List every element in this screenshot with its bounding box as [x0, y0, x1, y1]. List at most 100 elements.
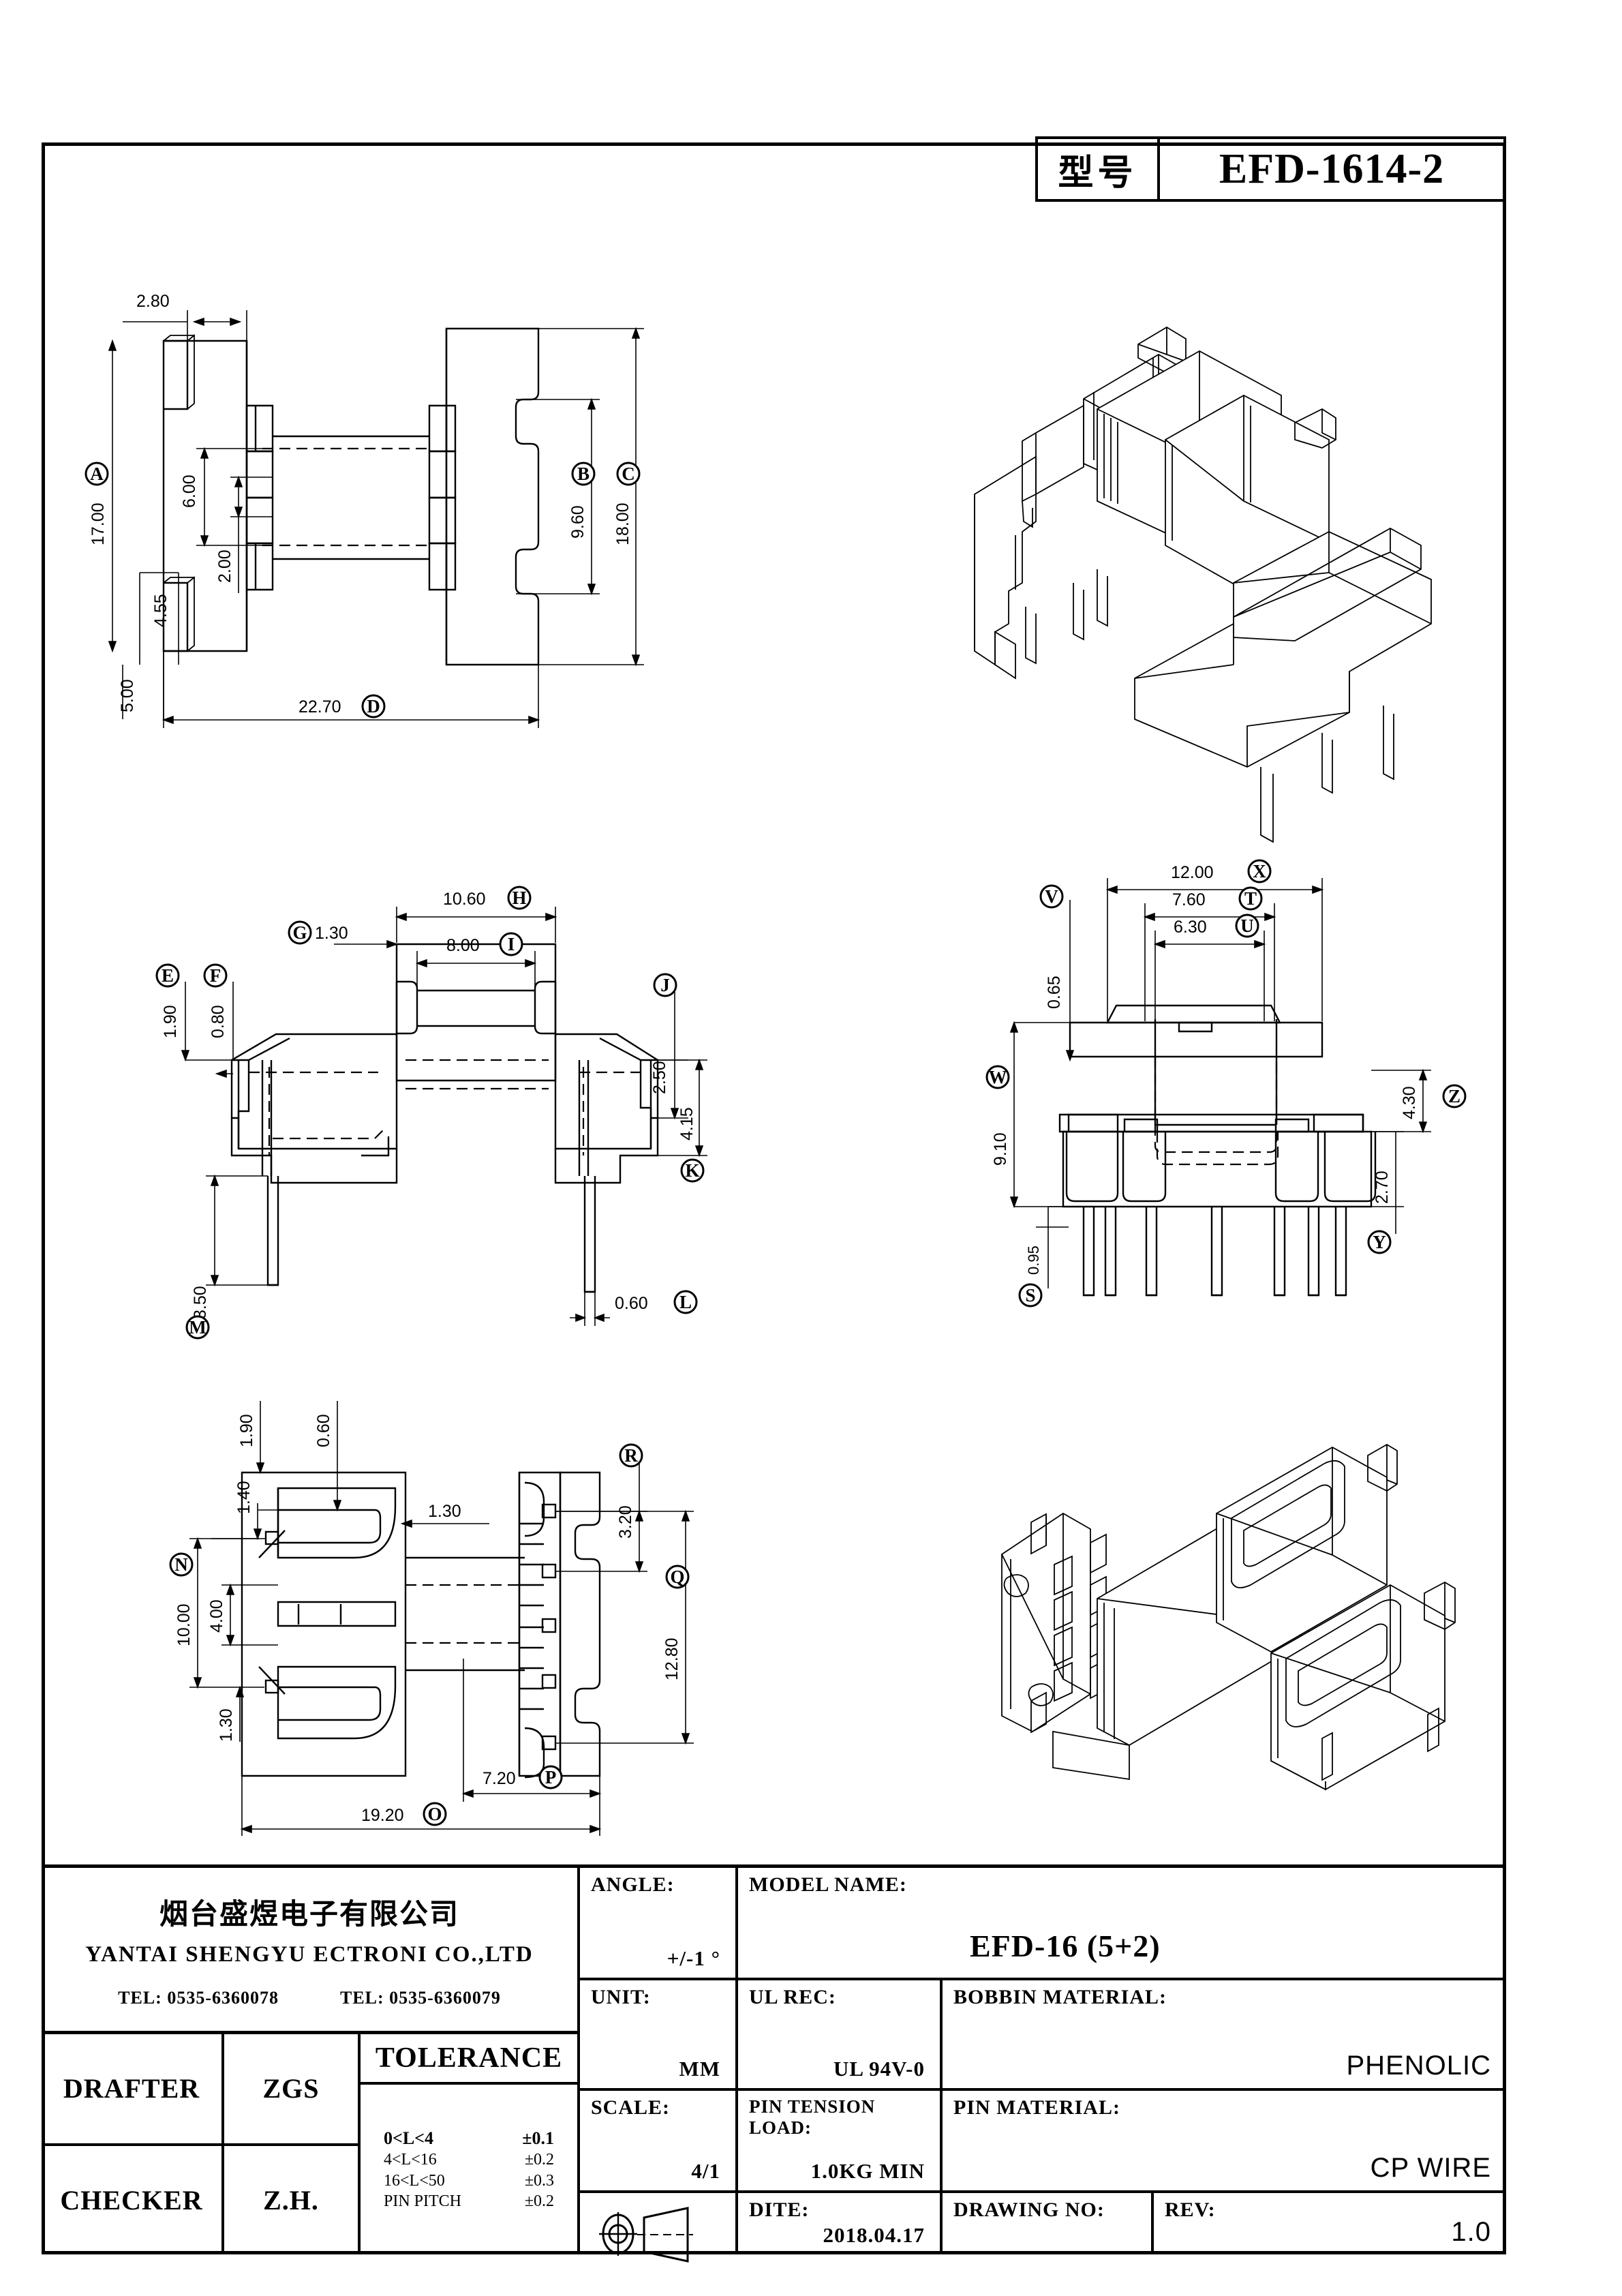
svg-text:S: S	[1025, 1285, 1035, 1305]
svg-text:4.15: 4.15	[677, 1107, 697, 1141]
model-name-value: EFD-16 (5+2)	[970, 1929, 1161, 1963]
dim-2-70: 2.70 Y	[1367, 1131, 1404, 1254]
tolerance-box: TOLERANCE 0<L<4 ±0.1 4<L<16 ±0.2 16<L<50…	[361, 2034, 577, 2254]
svg-text:Q: Q	[670, 1567, 684, 1587]
dim-0-65: 0.65 V	[1039, 884, 1075, 1062]
svg-text:K: K	[685, 1160, 699, 1181]
svg-text:12.80: 12.80	[662, 1637, 682, 1680]
dim-18-00: 18.00 C	[538, 327, 644, 667]
tolerance-range: PIN PITCH	[384, 2192, 462, 2211]
iso-view-top	[906, 293, 1520, 843]
dim-4-30: 4.30 Z	[1371, 1068, 1467, 1134]
angle-field: ANGLE: +/-1 °	[580, 1868, 735, 1980]
bobbin-material-label: BOBBIN MATERIAL:	[953, 1986, 1167, 2008]
svg-text:10.00: 10.00	[174, 1603, 194, 1646]
model-name-row: MODEL NAME: EFD-16 (5+2)	[738, 1868, 1506, 1980]
svg-text:1.30: 1.30	[428, 1502, 461, 1521]
projection-symbol-field	[580, 2193, 735, 2263]
pin-row: PIN TENSION LOAD: 1.0KG MIN PIN MATERIAL…	[738, 2091, 1506, 2193]
angle-value: +/-1 °	[667, 1946, 720, 1970]
date-label: DITE:	[749, 2199, 810, 2221]
dim-19-20: 19.20 O	[240, 1776, 602, 1836]
dim-9-60: 9.60 B	[516, 397, 600, 596]
dim-1-90: 1.90 E	[155, 963, 232, 1062]
material-row: UL REC: UL 94V-0 BOBBIN MATERIAL: PHENOL…	[738, 1980, 1506, 2091]
svg-text:R: R	[624, 1445, 638, 1466]
view-end: 12.00 X 7.60 T 6.30 U 0.65 V 9.10	[954, 825, 1567, 1343]
unit-value: MM	[679, 2057, 720, 2081]
tolerance-row: 4<L<16 ±0.2	[384, 2149, 554, 2171]
dim-17-00: 17.00 A	[85, 339, 117, 653]
ul-rec-value: UL 94V-0	[833, 2057, 925, 2081]
dim-10-00: 10.00 N	[169, 1537, 264, 1689]
dim-6-30: 6.30 U	[1153, 913, 1266, 1021]
bobbin-material-value: PHENOLIC	[1346, 2051, 1491, 2081]
dim-1-90-top: 1.90	[237, 1401, 265, 1475]
dim-5-00: 5.00	[118, 651, 164, 719]
svg-text:L: L	[679, 1292, 692, 1312]
svg-text:7.60: 7.60	[1172, 890, 1206, 909]
drawing-no-field: DRAWING NO:	[943, 2193, 1154, 2254]
svg-text:6.00: 6.00	[180, 474, 199, 508]
svg-text:Z: Z	[1448, 1086, 1460, 1106]
svg-text:A: A	[90, 464, 104, 484]
drafter-value: ZGS	[224, 2034, 358, 2146]
pin-material-value: CP WIRE	[1370, 2153, 1491, 2183]
svg-text:B: B	[577, 464, 590, 484]
dim-2-50: 2.50 J	[650, 973, 688, 1120]
svg-text:1.90: 1.90	[237, 1414, 256, 1447]
view-side: 10.60 H 8.00 I 1.30 G 1.90 E 0.80 F	[102, 856, 716, 1340]
title-block-company-column: 烟台盛煜电子有限公司 YANTAI SHENGYU ECTRONI CO.,LT…	[42, 1868, 580, 2254]
dim-1-30-low: 1.30	[217, 1685, 245, 1742]
svg-text:I: I	[508, 934, 515, 954]
svg-text:1.90: 1.90	[161, 1005, 180, 1038]
svg-text:19.20: 19.20	[361, 1806, 404, 1825]
pin-tension-field: PIN TENSION LOAD: 1.0KG MIN	[738, 2091, 943, 2190]
ul-rec-label: UL REC:	[749, 1986, 836, 2008]
dim-10-60: 10.60 H	[395, 886, 557, 943]
tolerance-range: 16<L<50	[384, 2171, 445, 2190]
svg-text:2.80: 2.80	[136, 292, 170, 311]
iso-view-bottom	[947, 1357, 1554, 1791]
svg-text:1.40: 1.40	[234, 1481, 254, 1514]
svg-text:9.60: 9.60	[568, 505, 587, 539]
model-code: EFD-1614-2	[1219, 145, 1445, 192]
svg-text:22.70: 22.70	[299, 697, 341, 716]
dim-1-30-lead: 1.30	[400, 1502, 489, 1528]
tolerance-row: 16<L<50 ±0.3	[384, 2171, 554, 2192]
svg-text:18.00: 18.00	[613, 502, 632, 545]
tolerance-title: TOLERANCE	[361, 2034, 577, 2085]
dim-12-80: 12.80 Q	[555, 1509, 694, 1745]
view-top: 1.90 0.60 1.40 1.30 10.00 N 4.00	[102, 1360, 750, 1837]
svg-text:P: P	[545, 1767, 557, 1787]
title-block-right-column: MODEL NAME: EFD-16 (5+2) UL REC: UL 94V-…	[738, 1868, 1506, 2254]
company-info: 烟台盛煜电子有限公司 YANTAI SHENGYU ECTRONI CO.,LT…	[42, 1868, 577, 2034]
dim-4-00: 4.00	[207, 1583, 278, 1647]
svg-text:6.30: 6.30	[1174, 918, 1207, 937]
dim-22-70: 22.70 D	[162, 651, 540, 728]
checker-label: CHECKER	[60, 2184, 203, 2216]
scale-field: SCALE: 4/1	[580, 2091, 735, 2193]
svg-text:Y: Y	[1373, 1232, 1386, 1252]
rev-label: REV:	[1165, 2199, 1216, 2221]
svg-text:17.00: 17.00	[89, 502, 108, 545]
model-header-box: 型号 EFD-1614-2	[1035, 136, 1506, 202]
svg-text:O: O	[427, 1804, 442, 1824]
drafter-label: DRAFTER	[42, 2034, 221, 2146]
svg-text:0.95: 0.95	[1025, 1245, 1042, 1275]
svg-text:T: T	[1244, 888, 1257, 909]
model-name-label: MODEL NAME:	[749, 1873, 907, 1896]
date-value: 2018.04.17	[823, 2223, 925, 2247]
svg-text:3.20: 3.20	[616, 1505, 635, 1539]
pins	[1082, 1207, 1347, 1297]
unit-label: UNIT:	[591, 1986, 651, 2008]
pin-material-field: PIN MATERIAL: CP WIRE	[943, 2091, 1506, 2190]
tolerance-value: ±0.3	[524, 2171, 554, 2190]
scale-value: 4/1	[691, 2159, 720, 2183]
dim-9-10: 9.10 W	[985, 1021, 1070, 1209]
dim-3-20: 3.20 R	[555, 1443, 647, 1573]
svg-text:0.60: 0.60	[314, 1414, 333, 1447]
svg-text:10.60: 10.60	[443, 890, 486, 909]
svg-text:3.50: 3.50	[191, 1286, 210, 1319]
ul-rec-field: UL REC: UL 94V-0	[738, 1980, 943, 2088]
